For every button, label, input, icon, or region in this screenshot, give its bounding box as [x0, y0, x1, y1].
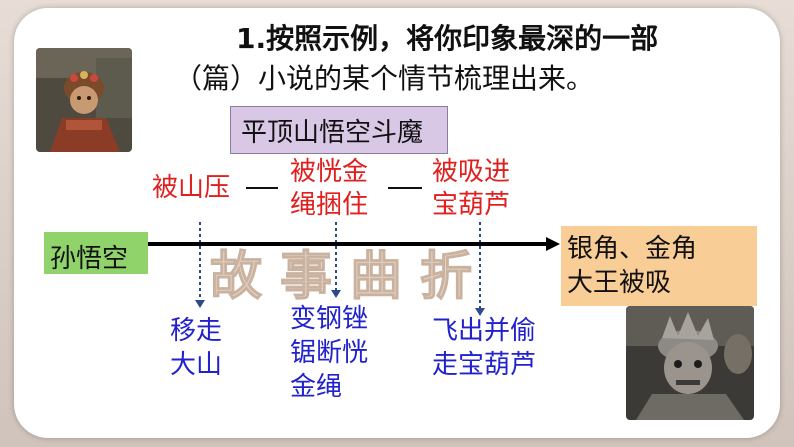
dotted-arrow-3 [475, 308, 485, 316]
action-2: 变钢锉 锯断恍 金绳 [290, 302, 368, 404]
plot-step-1: 被山压 [152, 172, 230, 205]
plot-step-2-line-2: 绳捆住 [290, 190, 369, 220]
example-title-box: 平顶山悟空斗魔 [230, 106, 448, 154]
protagonist-label: 孙悟空 [50, 244, 129, 274]
action-1: 移走 大山 [170, 314, 222, 382]
question-text-2: （篇）小说的某个情节梳理出来。 [174, 62, 595, 95]
action-1-line-2: 大山 [170, 350, 223, 380]
plot-step-1-line-1: 被山压 [152, 173, 231, 203]
sun-wukong-photo [36, 48, 132, 152]
question-number: 1. [236, 22, 267, 55]
main-timeline-arrowhead [546, 237, 560, 251]
dotted-arrow-2 [331, 290, 341, 298]
action-3-line-1: 飞出并偷 [432, 316, 537, 346]
question-line-2: （篇）小说的某个情节梳理出来。 [174, 62, 594, 96]
outcome-line-2: 大王被吸 [567, 268, 672, 298]
plot-step-2-line-1: 被恍金 [290, 157, 369, 187]
slide: 1.按照示例，将你印象最深的一部 （篇）小说的某个情节梳理出来。 平顶山悟空斗魔… [14, 8, 780, 438]
demon-king-photo [626, 306, 754, 420]
outcome-box: 银角、金角 大王被吸 [561, 226, 757, 306]
example-title: 平顶山悟空斗魔 [241, 118, 424, 148]
action-1-line-1: 移走 [170, 316, 223, 346]
question-text-1: 按照示例，将你印象最深的一部 [266, 22, 659, 55]
plot-step-3-line-2: 宝葫芦 [432, 190, 511, 220]
action-2-line-1: 变钢锉 [290, 304, 369, 334]
action-2-line-3: 金绳 [290, 372, 343, 402]
timeline-graphics [124, 187, 560, 316]
action-2-line-2: 锯断恍 [290, 338, 369, 368]
protagonist-box: 孙悟空 [44, 232, 148, 274]
outcome-line-1: 银角、金角 [567, 234, 698, 264]
question-line-1: 1.按照示例，将你印象最深的一部 [236, 22, 658, 56]
plot-step-3: 被吸进 宝葫芦 [432, 156, 510, 222]
action-3: 飞出并偷 走宝葫芦 [432, 314, 536, 382]
action-3-line-2: 走宝葫芦 [432, 350, 537, 380]
dotted-arrow-1 [195, 300, 205, 308]
plot-step-2: 被恍金 绳捆住 [290, 156, 368, 222]
plot-step-3-line-1: 被吸进 [432, 157, 511, 187]
watermark-text: 故事曲折 [209, 246, 491, 307]
